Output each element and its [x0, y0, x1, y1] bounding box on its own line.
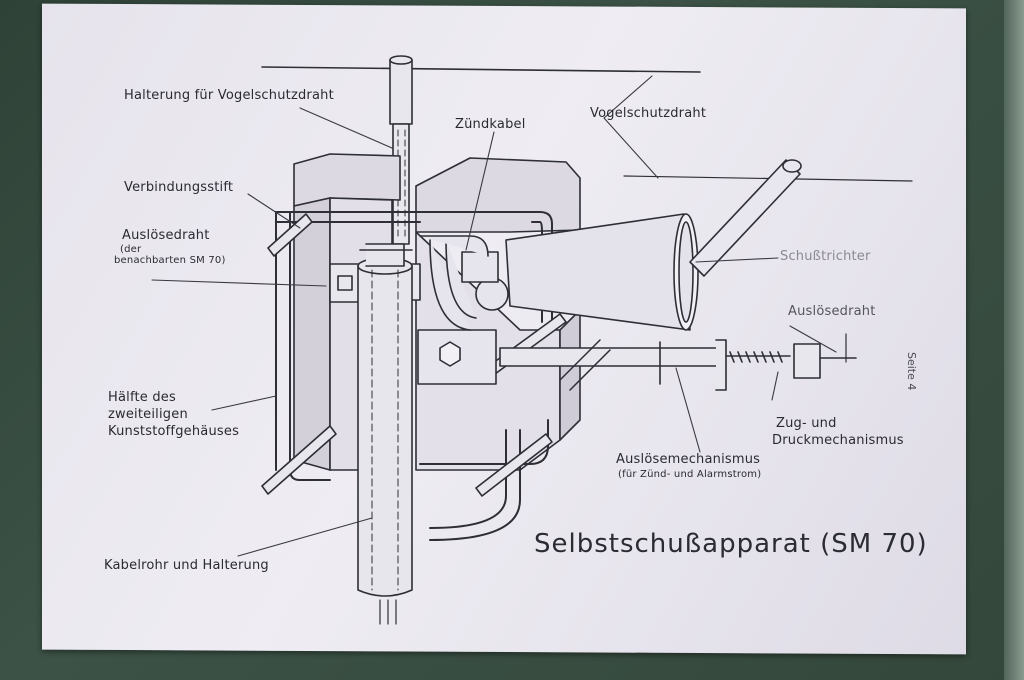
- label-ausloesedraht-left-note-1: (der: [120, 244, 142, 255]
- label-zuendkabel: Zündkabel: [455, 117, 526, 132]
- label-halterung-vogelschutzdraht: Halterung für Vogelschutzdraht: [124, 88, 334, 103]
- label-schusstrichter: Schußtrichter: [780, 249, 871, 264]
- label-haelfte-2: zweiteiligen: [108, 407, 188, 422]
- leader-lines: [151, 75, 837, 557]
- housing-right-half: [415, 157, 581, 471]
- page-marker: Seite 4: [905, 352, 918, 391]
- trigger-block: [417, 239, 497, 385]
- lower-frame-arm: [559, 339, 611, 391]
- frame-tubing: [275, 211, 553, 541]
- board-frame-edge: [1004, 0, 1024, 680]
- label-vogelschutzdraht: Vogelschutzdraht: [590, 106, 707, 121]
- label-ausloesedraht-left-note-2: benachbarten SM 70): [114, 255, 226, 266]
- label-zug-1: Zug- und: [776, 416, 837, 431]
- label-ausloesedraht-left: Auslösedraht: [122, 228, 210, 243]
- firing-funnel: [505, 213, 699, 331]
- label-ausloesemechanismus-note: (für Zünd- und Alarmstrom): [618, 469, 762, 480]
- label-zug-2: Druckmechanismus: [772, 433, 904, 448]
- diagram-title: Selbstschußapparat (SM 70): [534, 529, 928, 559]
- label-ausloesemechanismus: Auslösemechanismus: [616, 452, 761, 467]
- bird-wire-top: [261, 66, 701, 73]
- cable-tube: [357, 243, 413, 625]
- trigger-mechanism: [499, 333, 857, 391]
- label-ausloesedraht-right: Auslösedraht: [788, 304, 876, 319]
- label-haelfte-1: Hälfte des: [108, 390, 176, 405]
- label-kabelrohr: Kabelrohr und Halterung: [104, 558, 269, 573]
- label-verbindungsstift: Verbindungsstift: [124, 180, 234, 195]
- detonator-cable: [419, 235, 509, 311]
- label-haelfte-3: Kunststoffgehäuses: [108, 424, 240, 439]
- top-rod: [389, 55, 413, 245]
- support-arm: [689, 159, 802, 277]
